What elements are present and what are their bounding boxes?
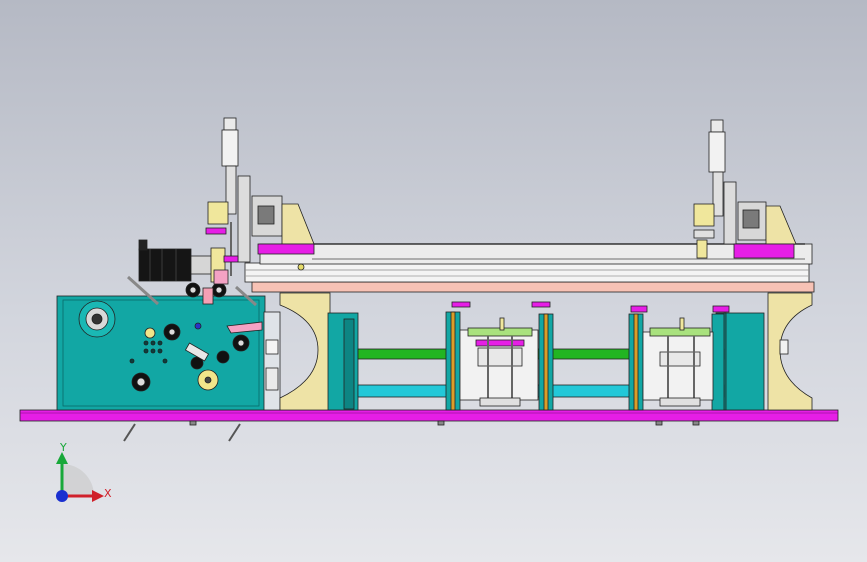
axis-triad-icon xyxy=(56,452,104,502)
left-pick-head xyxy=(205,117,315,285)
axis-y-label: Y xyxy=(60,441,67,454)
axis-x-label: X xyxy=(104,487,112,500)
right-c-frame xyxy=(715,292,813,411)
rail-support-pink xyxy=(251,281,815,293)
base-plate xyxy=(19,409,839,422)
right-pick-head xyxy=(693,119,797,259)
base-feet xyxy=(189,420,700,426)
left-carriage xyxy=(445,301,554,411)
left-control-box xyxy=(56,282,266,411)
rail-beam xyxy=(244,262,810,283)
right-carriage xyxy=(628,305,730,411)
left-c-frame xyxy=(279,292,359,411)
stepper-motor xyxy=(138,239,226,283)
left-box-column xyxy=(263,311,281,411)
